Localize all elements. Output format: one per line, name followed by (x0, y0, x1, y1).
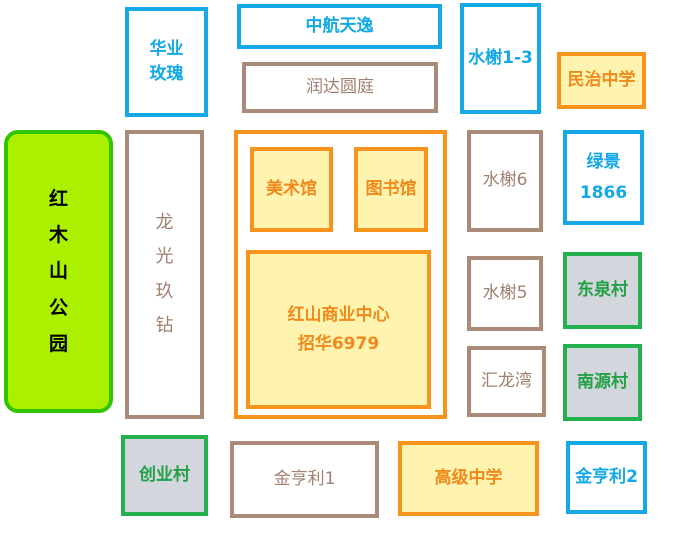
block-jinhengli-1: 金亨利1 (230, 441, 379, 518)
block-huaye-meigui: 华业 玫瑰 (125, 7, 208, 117)
park-label: 红木山公园 (49, 188, 69, 355)
block-library: 图书馆 (354, 147, 428, 232)
block-dongquan-village: 东泉村 (563, 252, 642, 329)
block-zhonghang-tianyi: 中航天逸 (237, 4, 442, 49)
block-runda-yuanting: 润达圆庭 (242, 62, 438, 113)
block-longguang-jiuzuan: 龙光玖钻 (125, 130, 204, 419)
block-art-museum: 美术馆 (250, 147, 333, 232)
block-hongmushan-park: 红木山公园 (4, 130, 113, 413)
block-jinhengli-2: 金亨利2 (566, 441, 647, 514)
block-senior-high-school: 高级中学 (398, 441, 539, 516)
block-shuixie-1-3: 水榭1-3 (460, 3, 541, 114)
block-shuixie-5: 水榭5 (467, 256, 543, 331)
block-lvjing-1866: 绿景 1866 (563, 130, 644, 225)
block-huilongwan: 汇龙湾 (467, 346, 546, 417)
block-nanyuan-village: 南源村 (563, 344, 642, 421)
longguang-label: 龙光玖钻 (155, 212, 174, 336)
block-chuangye-village: 创业村 (121, 435, 208, 516)
block-hongshan-commercial-center: 红山商业中心 招华6979 (246, 250, 431, 409)
block-minzhi-school: 民治中学 (557, 52, 646, 109)
block-shuixie-6: 水榭6 (467, 130, 543, 232)
